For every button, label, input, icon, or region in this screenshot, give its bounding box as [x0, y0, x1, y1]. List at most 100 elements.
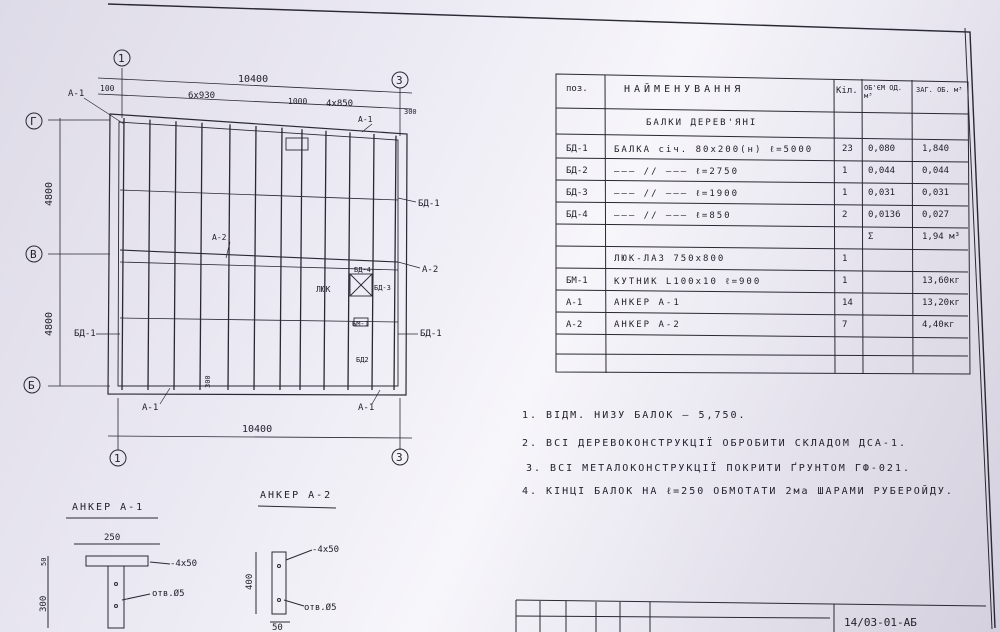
spec-cell-vol-one: 0,044 [868, 166, 896, 176]
dim-4800-top: 4800 [44, 182, 55, 206]
axis-v: В [30, 248, 37, 261]
axis-1-bottom: 1 [114, 452, 121, 465]
note-line: 2. ВСІ ДЕРЕВОКОНСТРУКЦІЇ ОБРОБИТИ СКЛАДО… [522, 438, 907, 449]
dim-300-bottom: 300 [204, 375, 212, 388]
leader-lines [83, 97, 421, 405]
spec-cell-vol-total: 0,044 [922, 166, 950, 176]
spec-cell-name: ——— // ——— ℓ=2750 [614, 167, 740, 177]
spec-cell-vol-one: Σ [868, 232, 874, 242]
spec-header-name: НАЙМЕНУВАННЯ [624, 84, 745, 95]
beam-line [227, 124, 231, 391]
spec-cell-pos: БД-1 [566, 144, 588, 154]
spec-cell-pos: БД-3 [566, 188, 588, 198]
beam-line [393, 135, 397, 391]
spec-cell-qty: 1 [842, 254, 848, 264]
spec-cell-pos: БД-2 [566, 166, 588, 176]
axis-bubbles [23, 49, 409, 467]
axis-3-bottom: 3 [396, 451, 403, 464]
axis-g: Г [30, 115, 37, 128]
spec-cell-vol-total: 1,840 [922, 144, 950, 154]
label-bm1: БМ-1 [352, 320, 369, 328]
anchor-a2-dim-50: 50 [272, 623, 283, 632]
axis-3-top: 3 [396, 74, 403, 87]
anchor-a1-detail [47, 543, 171, 629]
spec-cell-name: АНКЕР А-1 [614, 298, 681, 308]
note-line: 1. ВІДМ. НИЗУ БАЛОК — 5,750. [522, 410, 747, 421]
beam-line [299, 129, 303, 391]
dim-4800-bottom: 4800 [44, 312, 55, 336]
spec-header-pos: поз. [566, 84, 588, 94]
spec-cell-name: ——— // ——— ℓ=850 [614, 211, 732, 221]
beam-line [323, 130, 327, 391]
label-lyuk: ЛЮК [316, 285, 331, 294]
anchor-a2-dim-400: 400 [245, 574, 255, 590]
label-a1-topleft: А-1 [68, 89, 84, 99]
label-bd2: БД2 [356, 356, 369, 364]
dim-right-300: 300 [404, 108, 417, 116]
dimension-lines [48, 68, 413, 450]
spec-cell-vol-total: 4,40кг [922, 320, 955, 330]
spec-header-qty: Кіл. [836, 86, 858, 96]
label-bd4: БД-4 [354, 266, 371, 274]
spec-cell-vol-one: 0,080 [868, 144, 896, 154]
spec-cell-vol-total: 13,60кг [922, 276, 960, 286]
spec-cell-name: БАЛКА січ. 80x200(н) ℓ=5000 [614, 145, 814, 155]
spec-header-vol-total: ЗАГ. ОБ. м³ [916, 86, 963, 94]
spec-section-title: БАЛКИ ДЕРЕВ'ЯНІ [646, 118, 758, 128]
hatch-opening [285, 137, 373, 327]
plan-outline [107, 113, 408, 396]
note-line: 3. ВСІ МЕТАЛОКОНСТРУКЦІЇ ПОКРИТИ ҐРУНТОМ… [526, 463, 911, 474]
spec-cell-pos: А-2 [566, 320, 583, 330]
spec-cell-vol-total: 0,031 [922, 188, 950, 198]
sheet-frame [107, 3, 996, 630]
beam-lines [121, 117, 397, 391]
anchor-a1-dim-50: 50 [40, 558, 48, 566]
spec-table-grid [555, 73, 971, 375]
spec-cell-qty: 1 [842, 188, 848, 198]
dim-total-top: 10400 [238, 74, 268, 85]
title-block [515, 599, 987, 632]
spec-cell-qty: 7 [842, 320, 848, 330]
dim-spacing-b: 4x850 [326, 99, 353, 109]
spec-cell-name: АНКЕР А-2 [614, 320, 681, 330]
beam-line [121, 117, 125, 391]
spec-cell-name: КУТНИК L100x10 ℓ=900 [614, 277, 762, 287]
beam-line [147, 119, 151, 391]
spec-cell-qty: 14 [842, 298, 853, 308]
beam-line [279, 127, 283, 391]
label-bd1-right-top: БД-1 [418, 199, 440, 209]
title-block-code: 14/03-01-АБ [844, 616, 917, 629]
label-bd1-right: БД-1 [420, 329, 442, 339]
anchor-a1-hole: отв.Ø5 [152, 588, 185, 599]
spec-cell-vol-one: 0,0136 [868, 210, 901, 220]
spec-cell-vol-total: 13,20кг [922, 298, 960, 308]
anchor-a2-hole: отв.Ø5 [304, 602, 337, 613]
dim-total-bottom: 10400 [242, 424, 272, 435]
spec-cell-pos: А-1 [566, 298, 583, 308]
anchor-a2-detail [255, 549, 313, 623]
label-a2-right: А-2 [422, 265, 438, 275]
label-a1-bottom-left: А-1 [142, 403, 158, 413]
beam-line [371, 133, 375, 391]
spec-cell-qty: 23 [842, 144, 853, 154]
anchor-a1-dim-300: 300 [39, 596, 49, 612]
anchor-a1-strip: -4x50 [170, 559, 197, 569]
beam-line [347, 132, 351, 391]
beam-line [173, 121, 177, 391]
spec-cell-name: ——— // ——— ℓ=1900 [614, 189, 740, 199]
anchor-a2-strip: -4x50 [312, 545, 339, 555]
dim-left-100: 100 [100, 84, 115, 93]
label-bd1-left: БД-1 [74, 329, 96, 339]
dim-spacing-a: 6x930 [188, 91, 215, 101]
anchor-a1-dim-250: 250 [104, 533, 120, 543]
spec-cell-qty: 1 [842, 276, 848, 286]
spec-cell-pos: БД-4 [566, 210, 588, 220]
label-a1-top: А-1 [358, 115, 373, 124]
spec-cell-name: ЛЮК-ЛАЗ 750x800 [614, 254, 726, 264]
beam-line [253, 125, 257, 391]
label-bd3: БД-3 [374, 284, 391, 292]
anchor-a2-title: АНКЕР А-2 [260, 490, 333, 501]
note-line: 4. КІНЦІ БАЛОК НА ℓ=250 ОБМОТАТИ 2ма ШАР… [522, 486, 954, 497]
